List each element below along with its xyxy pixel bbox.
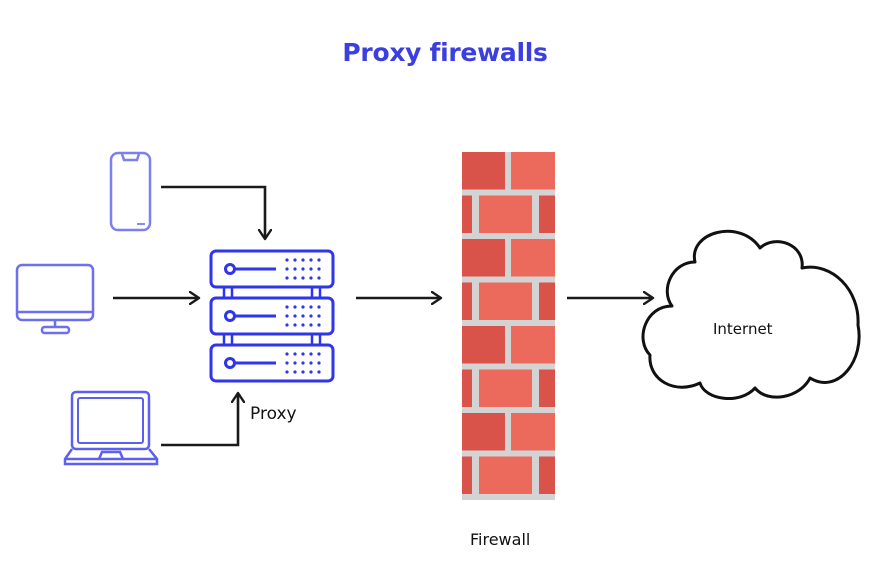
vent-dot [301,361,305,365]
vent-dot [293,267,297,271]
vent-dot [317,305,321,309]
server-vent-dots [285,258,321,374]
vent-dot [293,352,297,356]
vent-dot [317,323,321,327]
laptop-icon [63,390,159,466]
brick [462,239,505,277]
brick [462,282,472,320]
vent-dot [301,276,305,280]
vent-dot [293,361,297,365]
brick [511,326,555,364]
brick [462,413,505,451]
vent-dot [301,370,305,374]
vent-dot [285,314,289,318]
vent-dot [317,276,321,280]
desktop-monitor-icon [15,263,95,335]
vent-dot [293,305,297,309]
internet-label: Internet [713,320,773,338]
vent-dot [285,370,289,374]
vent-dot [293,258,297,262]
brick [539,282,555,320]
brick [462,195,472,233]
vent-dot [293,323,297,327]
arrow-phone-to-proxy [161,185,265,239]
vent-dot [285,267,289,271]
vent-dot [317,370,321,374]
vent-dot [301,352,305,356]
vent-dot [285,258,289,262]
brick [539,369,555,407]
brick [539,456,555,494]
vent-dot [317,258,321,262]
vent-dot [309,323,313,327]
brick [462,326,505,364]
vent-dot [301,305,305,309]
brick [462,152,505,190]
vent-dot [301,314,305,318]
brick [479,282,532,320]
connection-arrows [113,185,653,447]
proxy-label: Proxy [250,404,297,424]
vent-dot [285,305,289,309]
vent-dot [309,361,313,365]
firewall-label: Firewall [470,530,531,549]
brick [462,369,472,407]
arrow-laptop-to-proxy [161,393,238,447]
brick [511,152,555,190]
vent-dot [309,305,313,309]
vent-dot [317,314,321,318]
vent-dot [301,323,305,327]
vent-dot [285,352,289,356]
brick [479,369,532,407]
vent-dot [293,276,297,280]
brick [511,239,555,277]
vent-dot [285,276,289,280]
vent-dot [309,352,313,356]
vent-dot [309,370,313,374]
vent-dot [309,314,313,318]
vent-dot [301,258,305,262]
cloud-icon [641,229,861,401]
diagram-title: Proxy firewalls [342,38,548,67]
vent-dot [293,314,297,318]
brick [462,456,472,494]
vent-dot [293,370,297,374]
brick [479,195,532,233]
vent-dot [309,267,313,271]
vent-dot [285,323,289,327]
vent-dot [309,276,313,280]
smartphone-icon [109,151,152,232]
brick [479,456,532,494]
brick-wall-icon [462,152,555,500]
brick [539,195,555,233]
vent-dot [317,267,321,271]
vent-dot [301,267,305,271]
vent-dot [285,361,289,365]
brick [511,413,555,451]
vent-dot [309,258,313,262]
vent-dot [317,361,321,365]
vent-dot [317,352,321,356]
server-stack-icon [209,249,335,383]
